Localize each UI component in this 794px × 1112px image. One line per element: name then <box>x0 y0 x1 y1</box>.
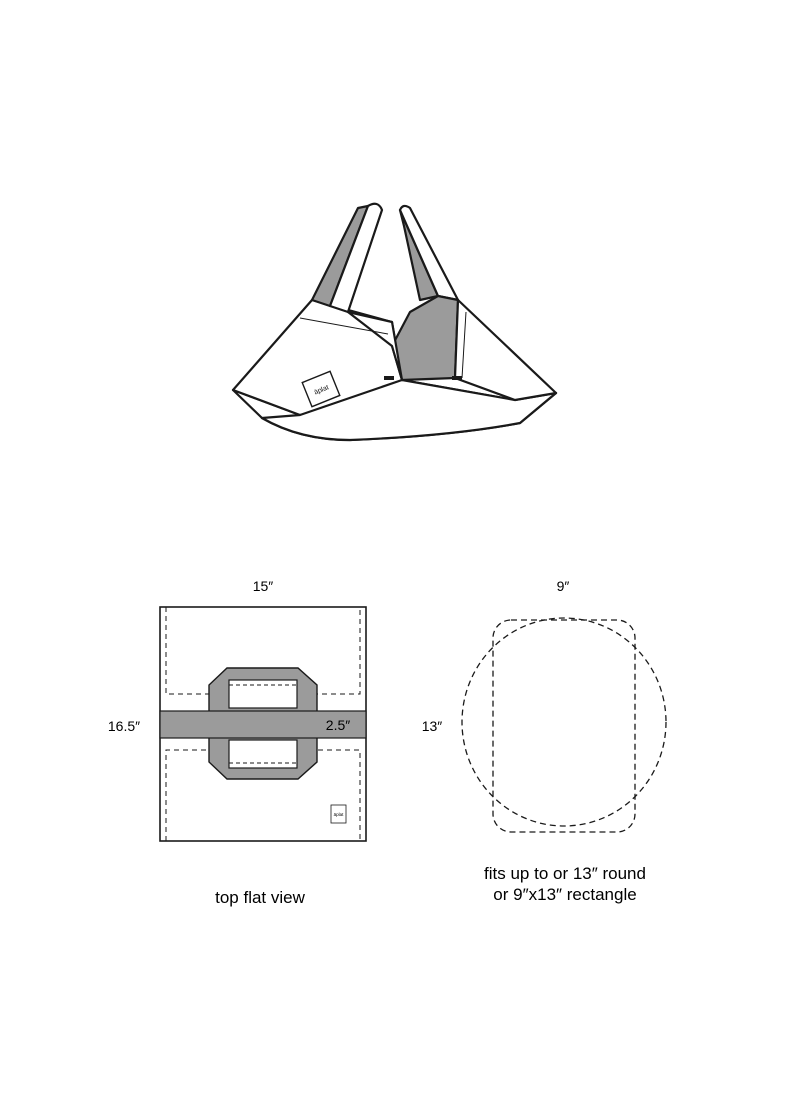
fit-caption-line2: or 9″x13″ rectangle <box>493 885 636 904</box>
flat-brand-tag <box>330 804 347 824</box>
flat-strap-width-label: 2.5″ <box>326 717 350 733</box>
flat-width-label: 15″ <box>253 578 274 594</box>
fit-caption-line1: fits up to or 13″ round <box>484 864 646 883</box>
flat-handle-window-top <box>228 679 298 709</box>
flat-view: 15″ 16.5″ 2.5″ äplat top flat view <box>108 578 367 907</box>
bag-small-tag-right <box>452 376 462 380</box>
bag-front-edge <box>260 378 558 442</box>
bag-label-patch: äplat <box>301 370 341 408</box>
flat-caption: top flat view <box>215 888 305 907</box>
bag-left-fold <box>346 310 404 382</box>
flat-strap-band <box>159 710 367 739</box>
fit-rectangle-outline <box>492 619 636 833</box>
bag-stitching <box>299 311 467 379</box>
fit-round-outline <box>461 617 667 827</box>
fit-height-label: 13″ <box>422 718 443 734</box>
bag-right-panel <box>453 298 558 402</box>
flat-brand-text: äplat <box>334 812 345 817</box>
bag-right-strap-front <box>398 204 460 302</box>
fit-view: 9″ 13″ fits up to or 13″ round or 9″x13″… <box>422 578 667 904</box>
bag-left-strap-front <box>328 202 384 314</box>
flat-handle-stitch <box>229 684 297 764</box>
fit-width-label: 9″ <box>557 578 570 594</box>
flat-handle-window-bottom <box>228 739 298 769</box>
bag-small-tag-left <box>384 376 394 380</box>
flat-height-label: 16.5″ <box>108 718 140 734</box>
bag-inner-lining <box>390 294 460 382</box>
bag-illustration <box>231 202 558 442</box>
